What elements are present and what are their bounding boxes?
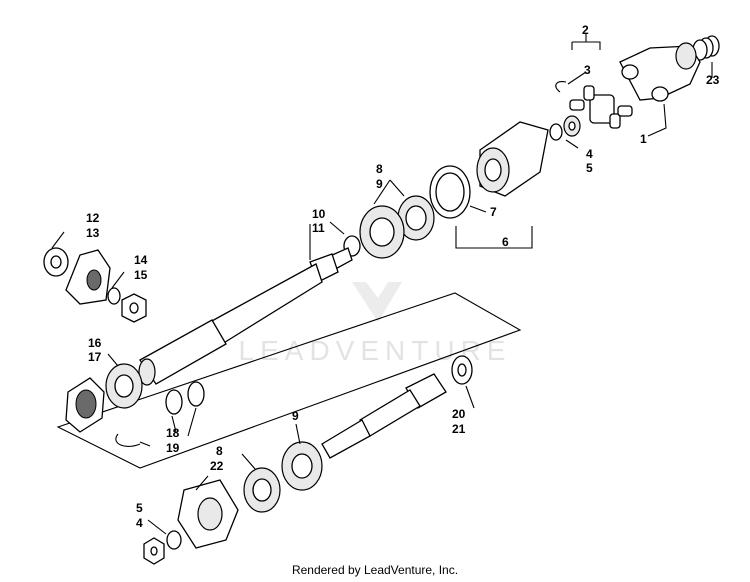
callout-17: 17 — [88, 350, 102, 364]
part-4-5-upper — [549, 115, 581, 141]
callout-4-lower: 4 — [136, 516, 143, 530]
callout-18: 18 — [166, 426, 180, 440]
footer-credit: Rendered by LeadVenture, Inc. — [291, 563, 459, 577]
callout-6: 6 — [502, 235, 509, 249]
part-22-flange — [177, 479, 239, 549]
callout-12: 12 — [86, 211, 100, 225]
callout-9-upper: 9 — [376, 177, 383, 191]
callout-14: 14 — [134, 253, 148, 267]
callout-15: 15 — [134, 268, 148, 282]
front-shaft — [138, 247, 353, 386]
part-2-cross — [569, 85, 633, 129]
callout-20: 20 — [452, 407, 466, 421]
part-8-9-upper-bearings — [359, 195, 435, 259]
callout-9-lower: 9 — [292, 409, 299, 423]
callout-23: 23 — [706, 73, 720, 87]
part-23-snap-rings — [692, 35, 720, 61]
callout-19: 19 — [166, 441, 180, 455]
callout-1: 1 — [640, 132, 647, 146]
callout-8-lower: 8 — [216, 444, 223, 458]
assembly-outline — [56, 292, 522, 469]
callout-11: 11 — [312, 221, 325, 235]
part-7-seal — [429, 165, 471, 219]
callout-5-upper: 5 — [586, 161, 593, 175]
callout-21: 21 — [452, 422, 466, 436]
part-12-13-gear — [43, 247, 111, 305]
part-1-yoke — [619, 42, 701, 102]
callout-4-upper: 4 — [586, 147, 593, 161]
callout-7: 7 — [490, 205, 497, 219]
watermark-logo — [352, 282, 402, 322]
callout-2: 2 — [582, 23, 589, 37]
callout-3: 3 — [584, 63, 591, 77]
callout-labels: 1 2 3 4 5 6 7 8 9 10 11 12 13 14 15 16 1… — [86, 23, 720, 530]
callout-5-lower: 5 — [136, 501, 143, 515]
callout-16: 16 — [88, 336, 102, 350]
leader-lines — [51, 34, 713, 535]
part-14-15-nut — [107, 287, 147, 323]
part-6-yoke-shaft — [476, 121, 549, 197]
part-20-21-rear-shaft — [321, 355, 473, 459]
callout-10: 10 — [312, 207, 326, 221]
part-8-9-lower-bearings — [243, 441, 323, 513]
part-16-17-bearing — [65, 363, 143, 433]
callout-13: 13 — [86, 226, 100, 240]
callout-22: 22 — [210, 459, 224, 473]
part-3-clip — [555, 81, 567, 93]
part-18-19-rings — [115, 381, 205, 447]
part-4-5-lower — [143, 530, 182, 565]
callout-8-upper: 8 — [376, 162, 383, 176]
